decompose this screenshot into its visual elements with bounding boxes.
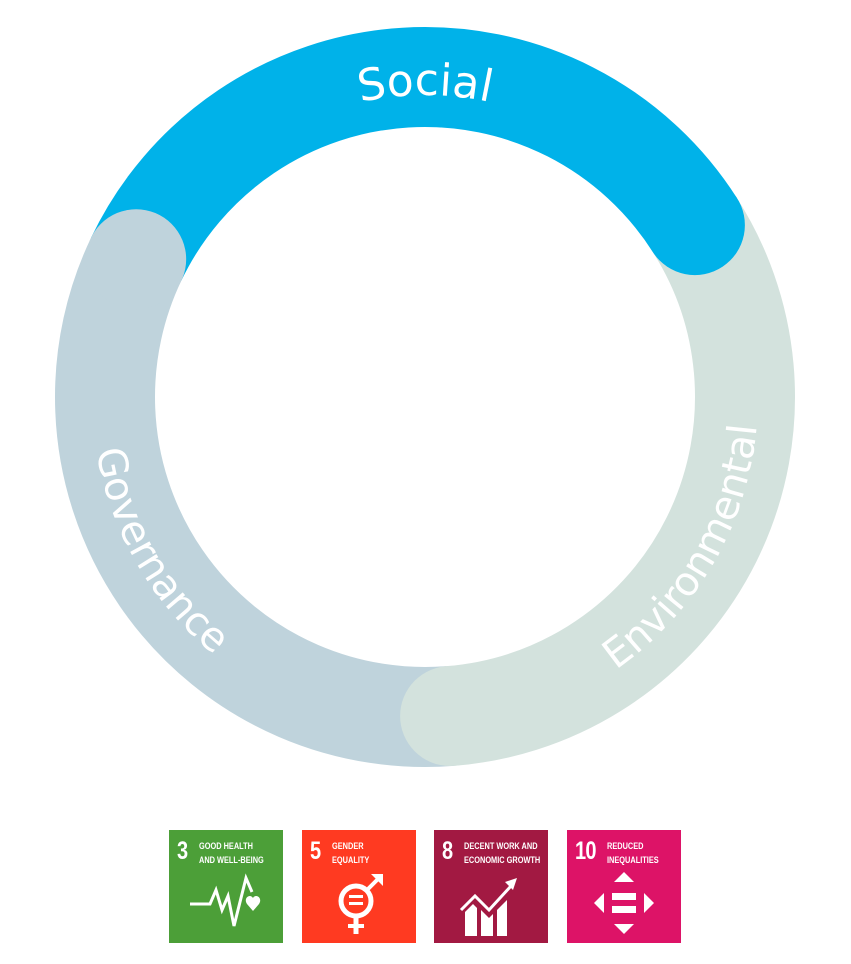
governance-arc-cap	[86, 209, 187, 310]
social-label: Social	[353, 55, 497, 113]
sdg-title: Good Healthand Well-Being	[199, 841, 264, 865]
sdg-tile-gender-equality: 5 GenderEquality	[302, 830, 416, 943]
environmental-arc	[445, 198, 795, 766]
sdg-number: 3	[177, 837, 188, 865]
sdg-number: 5	[310, 837, 321, 865]
sdg-tile-good-health: 3 Good Healthand Well-Being	[169, 830, 283, 943]
sdg-number: 8	[442, 837, 453, 865]
sdg-title: GenderEquality	[332, 841, 370, 865]
sdg-number: 10	[575, 837, 596, 865]
heartbeat-icon	[190, 873, 261, 927]
environmental-arc-cap	[400, 666, 501, 767]
governance-arc	[55, 237, 454, 767]
gender-equality-icon	[338, 874, 383, 934]
sdg-tile-reduced-inequalities: 10 ReducedInequalities	[567, 830, 681, 943]
sdg-title: ReducedInequalities	[607, 841, 659, 865]
sdg-tile-decent-work: 8 Decent Work andEconomic Growth	[434, 830, 548, 943]
sdg-title: Decent Work andEconomic Growth	[464, 841, 541, 865]
reduced-inequalities-icon	[594, 872, 654, 934]
growth-chart-icon	[459, 878, 517, 936]
social-arc-cap	[644, 175, 745, 276]
social-arc	[91, 27, 738, 282]
esg-ring-diagram: Social Governance Environmental	[55, 27, 795, 767]
